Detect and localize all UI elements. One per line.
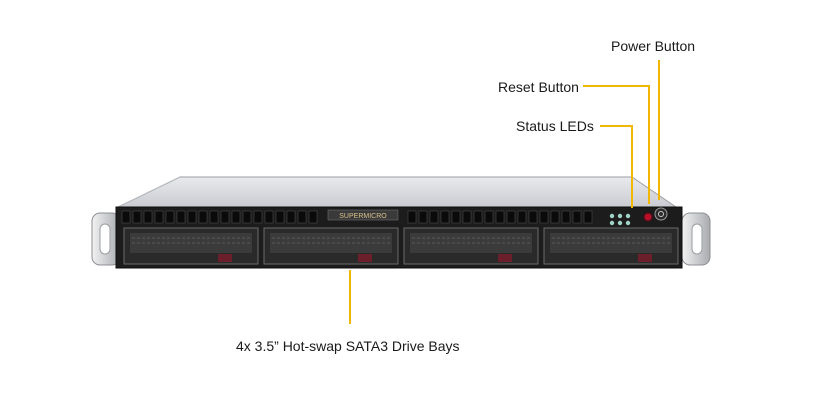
vent-slot <box>220 210 230 224</box>
vent-slot <box>517 210 527 224</box>
vent-slot <box>297 210 307 224</box>
power-icon <box>658 211 664 217</box>
vent-slot <box>198 210 208 224</box>
vent-slot <box>143 210 153 224</box>
vent-slot <box>154 210 164 224</box>
power-button-label: Power Button <box>611 38 696 54</box>
vent-slot <box>528 210 538 224</box>
vent-slot <box>484 210 494 224</box>
vent-slot <box>572 210 582 224</box>
vent-slot <box>176 210 186 224</box>
reset-button[interactable] <box>643 212 653 222</box>
drive-bay[interactable] <box>123 227 259 265</box>
vent-slot <box>429 210 439 224</box>
rack-ear-left <box>91 212 121 266</box>
vent-slot <box>407 210 417 224</box>
drive-bay[interactable] <box>403 227 539 265</box>
vent-slot <box>132 210 142 224</box>
drive-latch[interactable] <box>638 254 652 262</box>
vent-slot <box>506 210 516 224</box>
vent-slot <box>451 210 461 224</box>
vent-slot <box>561 210 571 224</box>
status-leds <box>609 213 631 226</box>
vent-slot <box>165 210 175 224</box>
vent-slot <box>308 210 318 224</box>
drive-bays-label: 4x 3.5” Hot-swap SATA3 Drive Bays <box>236 338 460 354</box>
vent-slot <box>275 210 285 224</box>
vent-slot <box>583 210 593 224</box>
status-callout-line <box>600 125 633 208</box>
vent-strip <box>121 210 593 224</box>
brand-logo: SUPERMICRO <box>339 213 387 220</box>
vent-slot <box>539 210 549 224</box>
vent-slot <box>231 210 241 224</box>
callout-lines <box>349 60 660 324</box>
power-button[interactable] <box>654 207 668 221</box>
vent-slot <box>209 210 219 224</box>
vent-slot <box>440 210 450 224</box>
drive-latch[interactable] <box>218 254 232 262</box>
drive-bay[interactable] <box>543 227 679 265</box>
reset-button-label: Reset Button <box>498 79 579 95</box>
vent-slot <box>418 210 428 224</box>
vent-slot <box>462 210 472 224</box>
vent-slot <box>264 210 274 224</box>
vent-slot <box>242 210 252 224</box>
vent-slot <box>253 210 263 224</box>
chassis-top <box>117 176 678 208</box>
vent-slot <box>187 210 197 224</box>
drive-latch[interactable] <box>498 254 512 262</box>
drive-bay[interactable] <box>263 227 399 265</box>
vent-slot <box>495 210 505 224</box>
status-leds-label: Status LEDs <box>516 118 594 134</box>
vent-slot <box>286 210 296 224</box>
vent-slot <box>550 210 560 224</box>
rack-ear-right <box>681 212 711 266</box>
vent-slot <box>473 210 483 224</box>
vent-slot <box>121 210 131 224</box>
reset-callout-line <box>583 85 650 204</box>
drive-latch[interactable] <box>358 254 372 262</box>
